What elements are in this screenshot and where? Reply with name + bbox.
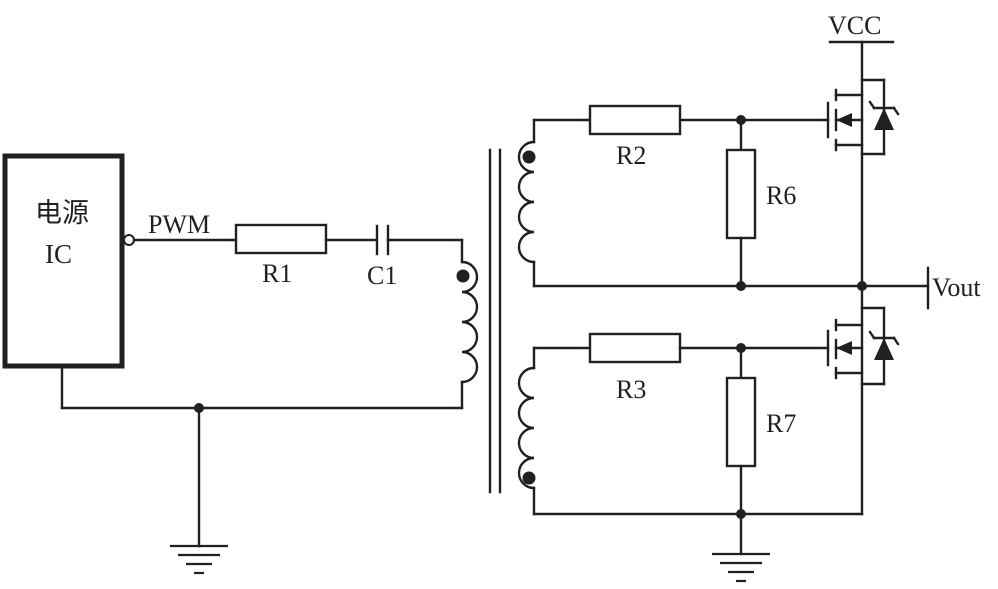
lower-mosfet [826,284,886,516]
primary-polarity-dot [456,269,470,283]
upper-polarity-dot [522,150,536,164]
vout-terminal: Vout [926,266,981,310]
power-ic-label-line2: IC [45,239,72,269]
primary-winding [456,238,479,410]
ground-symbol-left [170,544,228,575]
resistor-r3: R3 [588,332,682,404]
ground-symbol-right [712,552,770,583]
vout-label: Vout [932,273,981,302]
upper-secondary-winding [517,118,536,288]
vcc-label: VCC [828,11,881,40]
power-ic-block: 电源 IC [2,153,125,369]
vcc-rail: VCC [828,11,895,82]
r3-label: R3 [616,375,646,404]
lower-body-diode [868,330,900,360]
r6-label: R6 [766,181,796,210]
primary-return [60,364,464,548]
c1-label: C1 [367,261,397,290]
r1-label: R1 [262,259,292,288]
r7-label: R7 [766,409,796,438]
resistor-r6: R6 [725,148,796,240]
r2-label: R2 [616,141,646,170]
upper-mosfet [826,78,886,288]
pwm-net: PWM [123,210,238,246]
upper-body-diode [868,100,900,130]
lower-secondary-winding [517,346,536,516]
power-ic-box [2,153,125,369]
lower-polarity-dot [522,471,536,485]
pwm-label: PWM [148,210,210,239]
resistor-r1: R1 [234,223,328,288]
resistor-r2: R2 [588,104,682,170]
resistor-r7: R7 [725,376,796,468]
power-ic-label-line1: 电源 [35,198,89,228]
capacitor-c1: C1 [367,224,397,290]
pwm-output-pin [123,234,135,246]
transformer-core [488,148,502,494]
